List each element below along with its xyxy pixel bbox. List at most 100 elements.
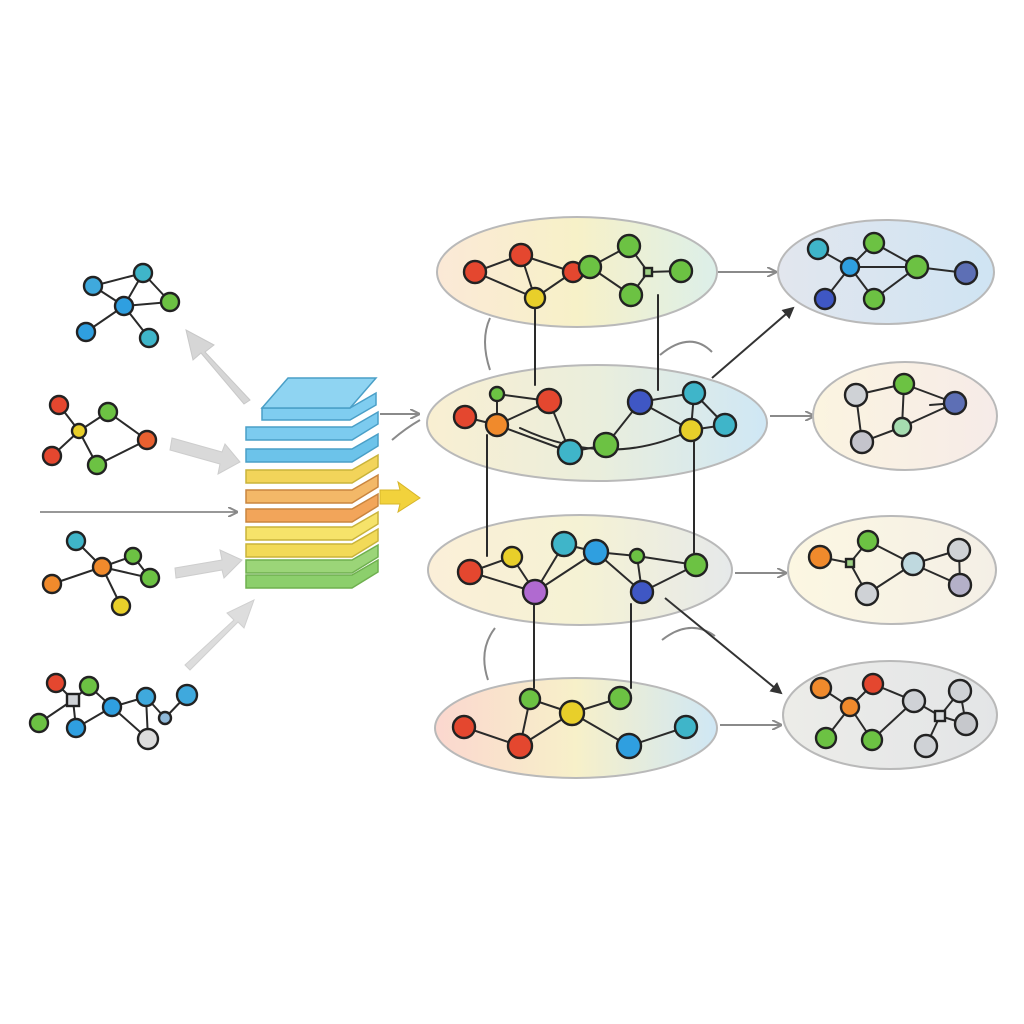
graph-node	[577, 254, 603, 280]
output-graph-2	[812, 361, 998, 471]
graph-node	[488, 385, 506, 403]
graph-node	[451, 714, 477, 740]
input-graph-4	[28, 672, 199, 751]
input-arrow-4	[174, 549, 243, 579]
graph-node	[862, 231, 886, 255]
graph-node	[839, 696, 861, 718]
graph-node	[48, 394, 70, 416]
graph-node	[616, 233, 642, 259]
input-arrow-2	[169, 437, 241, 475]
layer-cluster	[434, 677, 718, 779]
graph-node	[123, 546, 143, 566]
graph-node	[28, 712, 50, 734]
graph-node	[535, 387, 563, 415]
input-arrows	[40, 329, 255, 671]
graph-node	[41, 573, 63, 595]
output-cluster	[782, 660, 998, 770]
graph-node	[45, 672, 67, 694]
graph-node	[607, 685, 633, 711]
graph-node	[135, 686, 157, 708]
graph-node	[65, 717, 87, 739]
graph-node	[678, 417, 704, 443]
graph-node	[809, 676, 833, 700]
graph-node	[946, 537, 972, 563]
graph-node	[484, 412, 510, 438]
graph-node	[456, 558, 484, 586]
graph-node	[82, 275, 104, 297]
output-graph-4	[782, 660, 998, 770]
hidden-layer-2	[426, 364, 768, 482]
graph-node	[65, 530, 87, 552]
layer-cluster	[427, 514, 733, 626]
graph-node	[913, 733, 939, 759]
graph-node	[854, 581, 880, 607]
graph-node	[136, 429, 158, 451]
graph-node	[592, 431, 620, 459]
stack-layer	[245, 558, 379, 589]
graph-node	[673, 714, 699, 740]
graph-node	[892, 372, 916, 396]
stack-layer	[245, 492, 379, 523]
stack-layer	[245, 527, 379, 558]
graph-node	[91, 556, 113, 578]
graph-node	[668, 258, 694, 284]
graph-node	[681, 380, 707, 406]
hidden-layer-1	[436, 216, 718, 328]
graph-node	[862, 287, 886, 311]
input-graph-1	[75, 262, 181, 349]
graph-node	[500, 545, 524, 569]
graph-node	[157, 710, 173, 726]
graph-node	[615, 732, 643, 760]
graph-node	[629, 579, 655, 605]
graph-node	[849, 429, 875, 455]
graph-node	[712, 412, 738, 438]
graph-node	[75, 321, 97, 343]
graph-node	[891, 416, 913, 438]
graph-node	[41, 445, 63, 467]
graph-node	[521, 578, 549, 606]
stack-arrow-curve	[391, 419, 421, 441]
graph-node	[901, 688, 927, 714]
graph-node	[618, 282, 644, 308]
output-arrows	[664, 272, 813, 725]
output-cluster	[787, 515, 997, 625]
stack-output-arrows	[379, 414, 421, 514]
graph-node	[97, 401, 119, 423]
graph-node	[86, 454, 108, 476]
graph-node	[113, 295, 135, 317]
graph-node	[136, 727, 160, 751]
hidden-layer-3	[427, 514, 733, 626]
graph-node	[452, 404, 478, 430]
graph-node	[813, 287, 837, 311]
input-arrow-1	[185, 329, 251, 405]
graph-node	[628, 547, 646, 565]
graph-node	[626, 388, 654, 416]
stack-layer	[245, 473, 379, 504]
graph-node	[683, 552, 709, 578]
skip-arrow	[711, 306, 795, 379]
graph-node	[132, 262, 154, 284]
stack-layer	[245, 432, 379, 463]
layer-connectors	[483, 294, 716, 689]
graph-node	[508, 242, 534, 268]
graph-node	[175, 683, 199, 707]
graph-node	[78, 675, 100, 697]
graph-node	[807, 544, 833, 570]
stack-layer	[245, 410, 379, 441]
graph-node	[65, 692, 81, 708]
graph-node	[806, 237, 830, 261]
input-graph-2	[41, 394, 158, 476]
layer-stack	[245, 377, 379, 589]
graph-node	[139, 567, 161, 589]
stack-layer-top	[260, 377, 378, 409]
input-graph-3	[41, 530, 161, 617]
graph-node	[942, 390, 968, 416]
stack-layer	[245, 510, 379, 541]
graph-node	[582, 538, 610, 566]
graph-node	[839, 256, 861, 278]
graph-node	[953, 711, 979, 737]
graph-node	[159, 291, 181, 313]
graph-node	[947, 572, 973, 598]
hidden-layer-4	[434, 677, 718, 779]
